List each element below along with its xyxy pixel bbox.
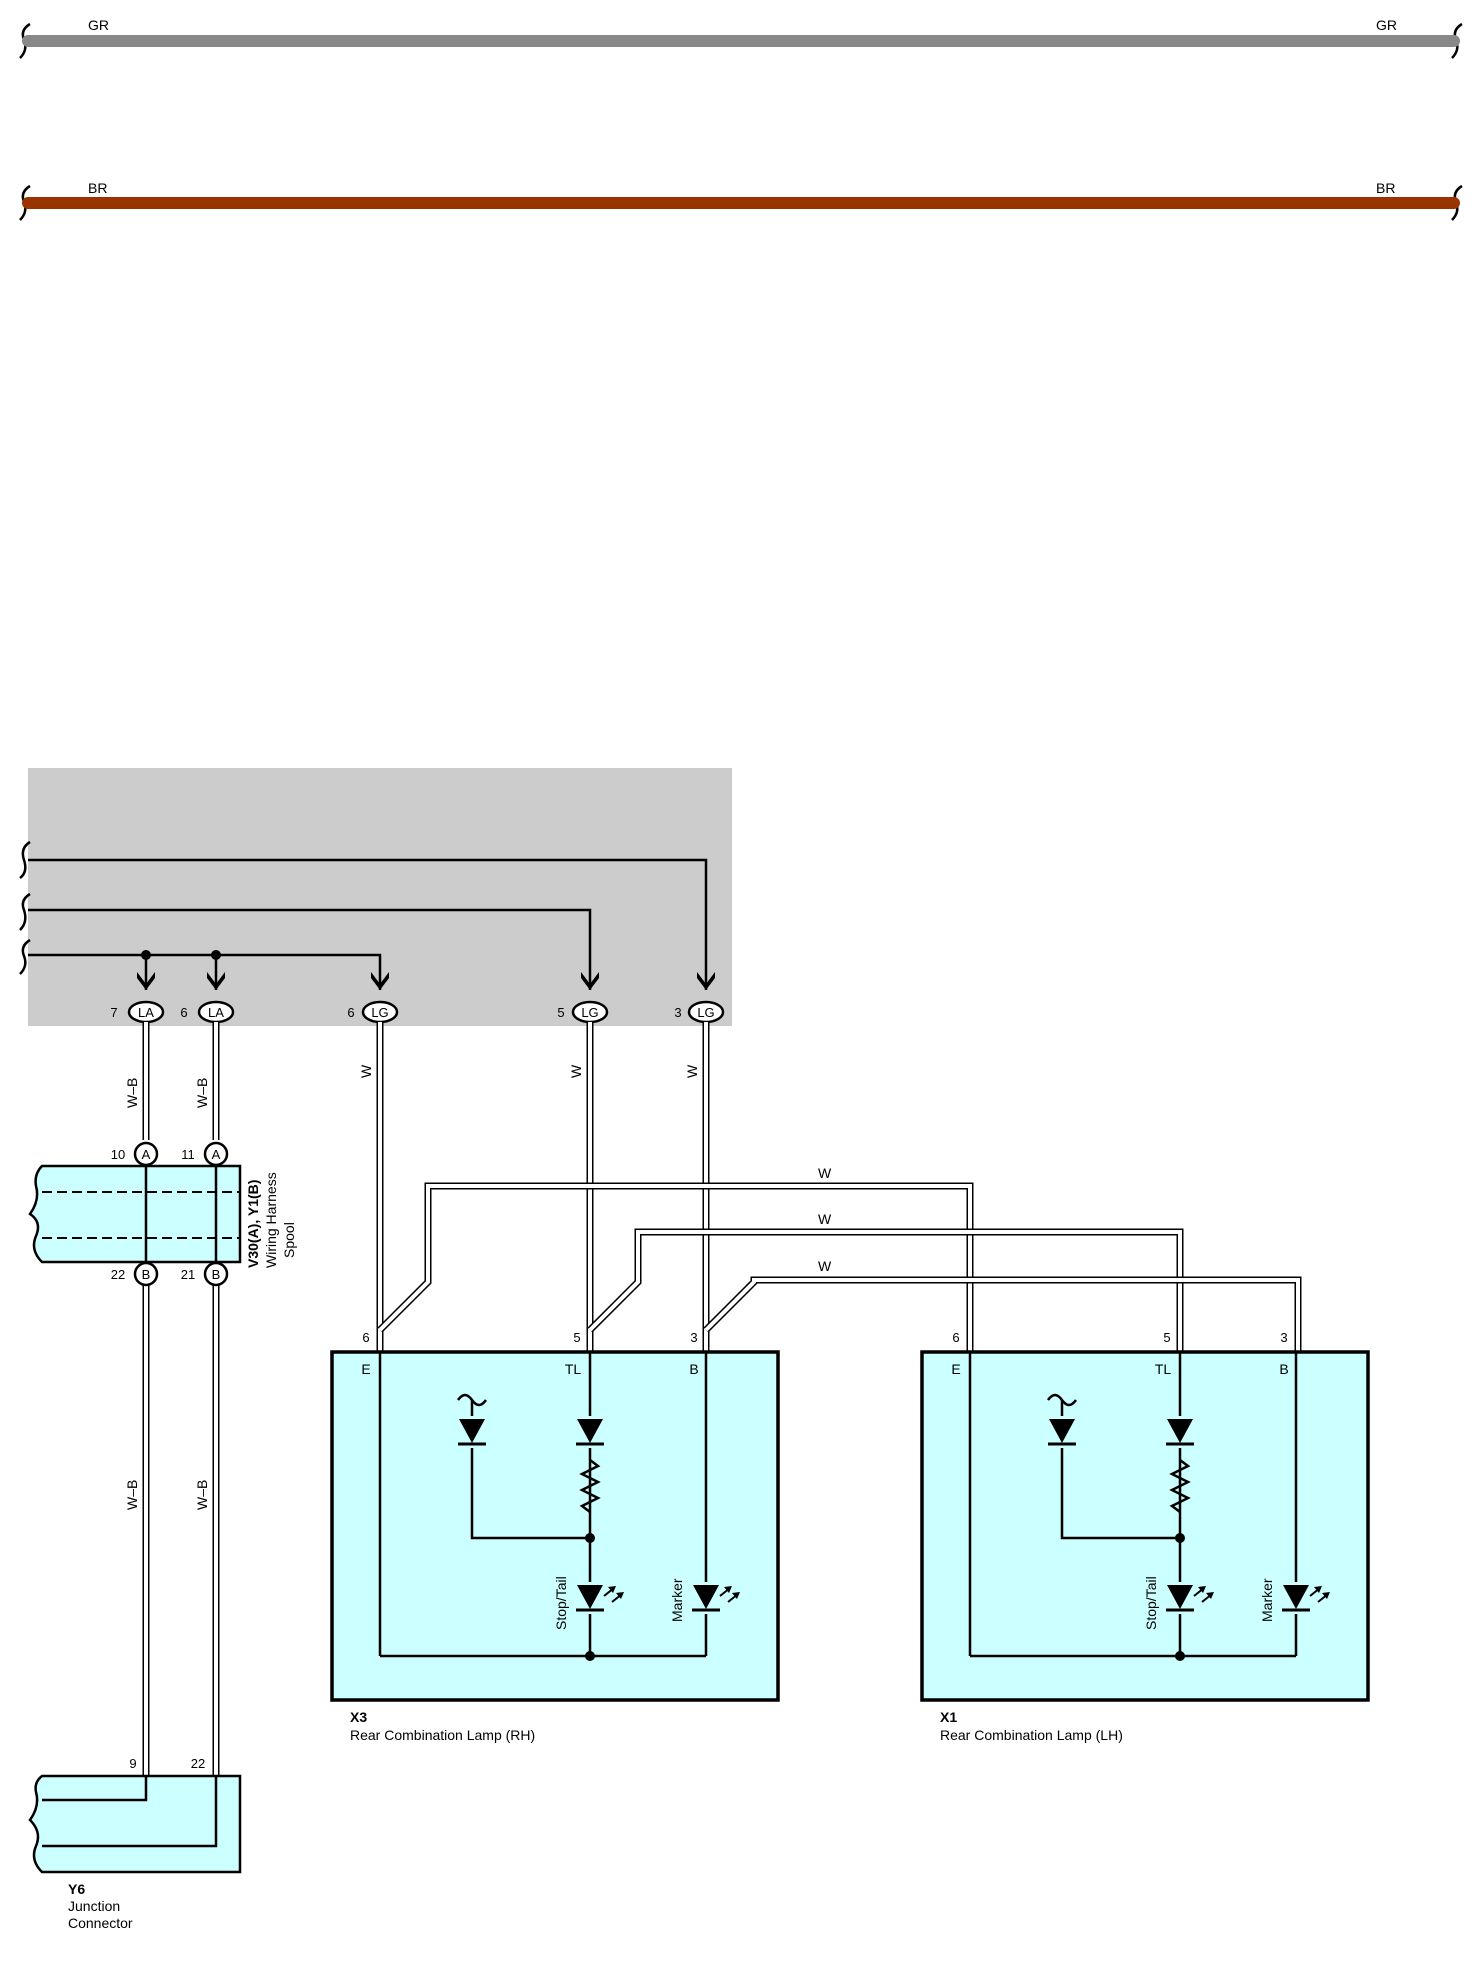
spool-pin-10-a: A 10 bbox=[111, 1141, 159, 1167]
wire-label-w-b: W–B bbox=[124, 1078, 140, 1108]
wire-label-w: W bbox=[568, 1064, 584, 1078]
spool-pin-21-b: B 21 bbox=[181, 1261, 229, 1287]
x1-name: Rear Combination Lamp (LH) bbox=[940, 1727, 1123, 1743]
resistor-icon bbox=[1169, 1459, 1191, 1513]
svg-text:3: 3 bbox=[690, 1330, 697, 1345]
ac-tilde-icon bbox=[456, 1393, 488, 1407]
svg-text:6: 6 bbox=[362, 1330, 369, 1345]
svg-text:10: 10 bbox=[111, 1147, 125, 1162]
svg-text:B: B bbox=[1279, 1361, 1288, 1377]
wire-label-w-b: W–B bbox=[194, 1078, 210, 1108]
spool-body bbox=[28, 1164, 242, 1264]
junction-connector-y6: 9 22 Y6 Junction Connector bbox=[28, 1756, 242, 1931]
svg-text:B: B bbox=[142, 1267, 151, 1282]
svg-text:LG: LG bbox=[697, 1005, 714, 1020]
svg-text:6: 6 bbox=[952, 1330, 959, 1345]
wire-br-left-label: BR bbox=[88, 180, 107, 196]
svg-text:E: E bbox=[951, 1361, 960, 1377]
svg-text:A: A bbox=[142, 1147, 151, 1162]
rear-combination-lamp-rh: 6 5 3 E TL B Stop/Tail Marker X3 Rear Co… bbox=[330, 1330, 780, 1743]
svg-text:TL: TL bbox=[565, 1361, 582, 1377]
spool-desc-line2: Spool bbox=[281, 1222, 297, 1258]
led-marker-icon bbox=[1278, 1582, 1332, 1614]
y6-code: Y6 bbox=[68, 1881, 85, 1897]
svg-text:LA: LA bbox=[208, 1005, 224, 1020]
svg-text:TL: TL bbox=[1155, 1361, 1172, 1377]
svg-text:5: 5 bbox=[557, 1005, 564, 1020]
wire-label-w: W bbox=[818, 1165, 832, 1181]
wire-br: BR BR bbox=[19, 180, 1463, 221]
wire-gr-right-label: GR bbox=[1376, 17, 1397, 33]
x1-code: X1 bbox=[940, 1709, 957, 1725]
svg-text:21: 21 bbox=[181, 1267, 195, 1282]
svg-text:9: 9 bbox=[129, 1756, 136, 1771]
wire-label-w: W bbox=[818, 1211, 832, 1227]
svg-text:6: 6 bbox=[347, 1005, 354, 1020]
junction-pin-3-lg: LG 3 bbox=[674, 1000, 725, 1024]
input-break-marks bbox=[19, 840, 31, 975]
wire-label-w: W bbox=[358, 1064, 374, 1078]
junction-pin-5-lg: LG 5 bbox=[557, 1000, 609, 1024]
resistor-icon bbox=[579, 1459, 601, 1513]
ac-tilde-icon bbox=[1046, 1393, 1078, 1407]
marker-label: Marker bbox=[669, 1578, 685, 1622]
svg-text:22: 22 bbox=[111, 1267, 125, 1282]
stop-tail-label: Stop/Tail bbox=[1143, 1576, 1159, 1630]
led-stop-tail-icon bbox=[1162, 1582, 1216, 1614]
svg-text:3: 3 bbox=[1280, 1330, 1287, 1345]
svg-text:B: B bbox=[689, 1361, 698, 1377]
wire-label-w-b: W–B bbox=[124, 1480, 140, 1510]
y6-line2: Connector bbox=[68, 1915, 133, 1931]
svg-text:LG: LG bbox=[371, 1005, 388, 1020]
wire-label-w: W bbox=[818, 1258, 832, 1274]
svg-text:3: 3 bbox=[674, 1005, 681, 1020]
svg-text:7: 7 bbox=[110, 1005, 117, 1020]
svg-text:22: 22 bbox=[191, 1756, 205, 1771]
white-wires bbox=[142, 1022, 1302, 1776]
svg-text:E: E bbox=[361, 1361, 370, 1377]
wire-gr-left-label: GR bbox=[88, 17, 109, 33]
wire-br-right-label: BR bbox=[1376, 180, 1395, 196]
stop-tail-label: Stop/Tail bbox=[553, 1576, 569, 1630]
marker-label: Marker bbox=[1259, 1578, 1275, 1622]
x3-name: Rear Combination Lamp (RH) bbox=[350, 1727, 535, 1743]
svg-text:LA: LA bbox=[138, 1005, 154, 1020]
svg-text:A: A bbox=[212, 1147, 221, 1162]
rear-combination-lamp-lh: 6 5 3 E TL B Stop/Tail Marker X1 Rear Co… bbox=[920, 1330, 1370, 1743]
svg-text:5: 5 bbox=[1163, 1330, 1170, 1345]
spool-code: V30(A), Y1(B) bbox=[245, 1180, 261, 1268]
led-marker-icon bbox=[688, 1582, 742, 1614]
wire-label-w: W bbox=[684, 1064, 700, 1078]
wire-label-w-b: W–B bbox=[194, 1480, 210, 1510]
svg-text:11: 11 bbox=[181, 1147, 195, 1162]
junction-bus-lines bbox=[28, 858, 715, 990]
led-stop-tail-icon bbox=[572, 1582, 626, 1614]
svg-text:6: 6 bbox=[180, 1005, 187, 1020]
diode-icon bbox=[572, 1416, 608, 1448]
spool-pin-11-a: A 11 bbox=[181, 1141, 229, 1167]
spool-desc-line1: Wiring Harness bbox=[263, 1172, 279, 1268]
diode-icon bbox=[454, 1416, 490, 1448]
y6-line1: Junction bbox=[68, 1898, 120, 1914]
junction-pin-6-la: LA 6 bbox=[180, 1000, 235, 1024]
wiring-harness-spool: A 10 A 11 B 22 B 21 V30(A), Y1(B) Wiring… bbox=[28, 1141, 297, 1287]
x3-code: X3 bbox=[350, 1709, 367, 1725]
diode-icon bbox=[1044, 1416, 1080, 1448]
svg-text:5: 5 bbox=[573, 1330, 580, 1345]
svg-text:LG: LG bbox=[581, 1005, 598, 1020]
spool-pin-22-b: B 22 bbox=[111, 1261, 159, 1287]
svg-text:B: B bbox=[212, 1267, 221, 1282]
wire-gr: GR GR bbox=[19, 17, 1463, 59]
diode-icon bbox=[1162, 1416, 1198, 1448]
